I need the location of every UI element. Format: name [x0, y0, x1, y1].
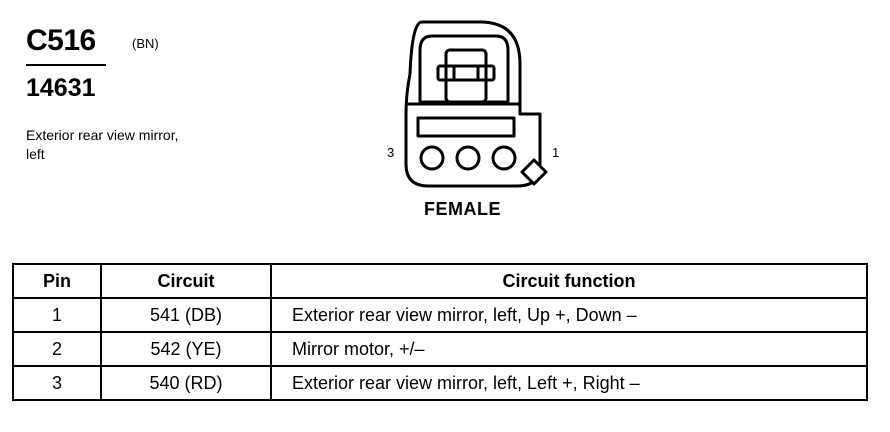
cell-pin: 3 [12, 365, 102, 401]
pinout-table: Pin Circuit Circuit function 1 541 (DB) … [12, 263, 868, 401]
connector-id: C516 [26, 24, 96, 57]
header-pin: Pin [12, 263, 102, 299]
pin-cavity-3 [419, 145, 445, 171]
cell-pin: 2 [12, 331, 102, 367]
polarizing-key [520, 158, 548, 186]
header-circuit: Circuit [100, 263, 272, 299]
connector-color-code: (BN) [132, 36, 159, 51]
connector-description: Exterior rear view mirror, left [26, 127, 179, 162]
latch-frame [418, 34, 510, 104]
cell-circuit: 541 (DB) [100, 297, 272, 333]
cell-pin: 1 [12, 297, 102, 333]
latch-tab-cap [436, 64, 496, 82]
table-row: 1 541 (DB) Exterior rear view mirror, le… [12, 297, 868, 333]
cell-function: Mirror motor, +/– [270, 331, 868, 367]
table-row: 2 542 (YE) Mirror motor, +/– [12, 331, 868, 367]
pin-label-3: 3 [387, 145, 395, 160]
cell-function: Exterior rear view mirror, left, Up +, D… [270, 297, 868, 333]
connector-face-diagram [404, 20, 548, 188]
connector-id-underline [26, 64, 106, 66]
header-function: Circuit function [270, 263, 868, 299]
cell-circuit: 540 (RD) [100, 365, 272, 401]
pin-label-1: 1 [552, 145, 560, 160]
connector-housing-outline [404, 20, 542, 188]
table-row: 3 540 (RD) Exterior rear view mirror, le… [12, 365, 868, 401]
latch-tab [444, 48, 488, 104]
cell-circuit: 542 (YE) [100, 331, 272, 367]
connector-gender: FEMALE [424, 199, 501, 219]
part-number: 14631 [26, 74, 96, 102]
table-header-row: Pin Circuit Circuit function [12, 263, 868, 299]
pin-cavity-1 [491, 145, 517, 171]
pin-cavity-2 [455, 145, 481, 171]
cell-function: Exterior rear view mirror, left, Left +,… [270, 365, 868, 401]
keyway-slot [416, 116, 516, 138]
